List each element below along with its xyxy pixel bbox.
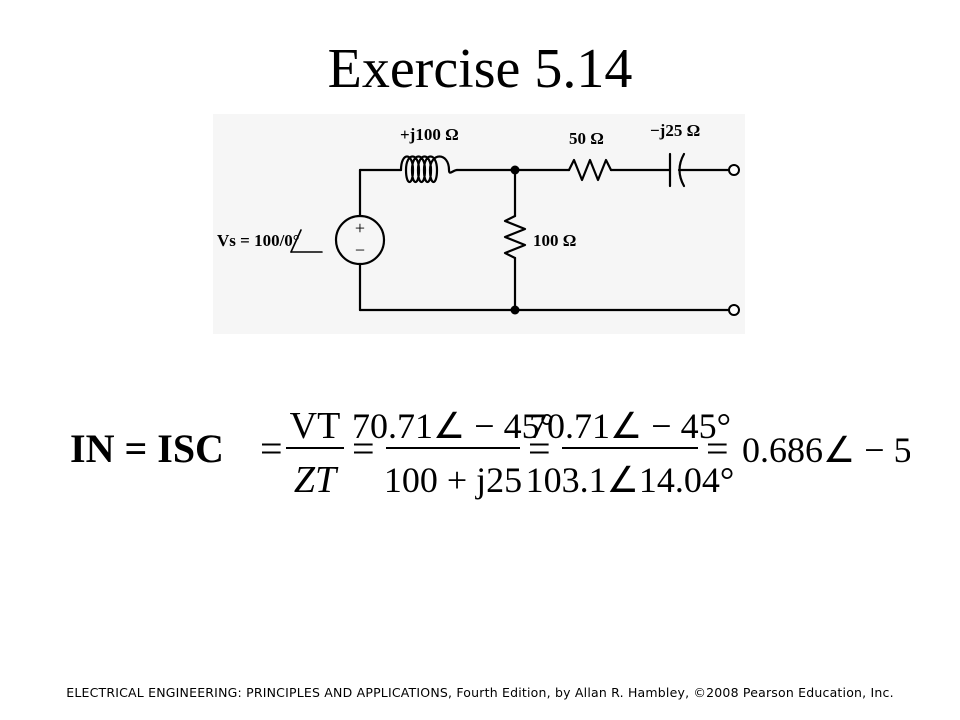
junction-dot-top bbox=[510, 165, 520, 175]
capacitor-label: −j25 Ω bbox=[650, 121, 700, 140]
fraction2-numerator: 70.71∠ − 45° bbox=[352, 406, 554, 446]
source-minus-sign: − bbox=[355, 240, 365, 260]
fraction1-numerator: VT bbox=[290, 405, 341, 447]
source-plus-sign: + bbox=[355, 218, 365, 238]
fraction2-denominator: 100 + j25 bbox=[384, 460, 522, 500]
series-resistor-label: 50 Ω bbox=[569, 129, 604, 148]
voltage-source-symbol bbox=[334, 214, 386, 266]
junction-dot-bottom bbox=[510, 305, 520, 315]
equation-lhs: IN = ISC bbox=[70, 426, 224, 471]
inductor-symbol bbox=[399, 155, 459, 184]
source-label: Vs = 100/0° bbox=[217, 231, 300, 250]
equation-result: 0.686∠ − 59.04° bbox=[742, 430, 910, 470]
inductor-label: +j100 Ω bbox=[400, 125, 459, 144]
equals-sign-2: = bbox=[352, 426, 375, 471]
fraction3-numerator: 70.71∠ − 45° bbox=[529, 406, 731, 446]
output-terminal-bottom bbox=[728, 304, 740, 316]
series-resistor-symbol bbox=[567, 158, 613, 182]
slide-title: Exercise 5.14 bbox=[327, 38, 633, 100]
fraction3-denominator: 103.1∠14.04° bbox=[526, 460, 735, 500]
phasor-angle-slash bbox=[290, 229, 302, 253]
figure-background bbox=[213, 114, 745, 334]
equals-sign-1: = bbox=[260, 426, 283, 471]
equals-sign-4: = bbox=[706, 426, 729, 471]
equation-svg: IN = ISC = VT ZT = 70.71∠ − 45° 100 + j2… bbox=[70, 405, 960, 501]
fraction1-denominator: ZT bbox=[294, 459, 339, 501]
shunt-resistor-symbol bbox=[503, 214, 527, 260]
circuit-diagram: + − +j100 Ω 50 Ω −j25 Ω 100 Ω Vs = 100/0… bbox=[213, 114, 745, 334]
slide-footer-citation: ELECTRICAL ENGINEERING: PRINCIPLES AND A… bbox=[66, 685, 894, 700]
norton-current-equation: IN = ISC = VT ZT = 70.71∠ − 45° 100 + j2… bbox=[70, 396, 960, 506]
circuit-svg: + − +j100 Ω 50 Ω −j25 Ω 100 Ω Vs = 100/0… bbox=[213, 114, 745, 334]
shunt-resistor-label: 100 Ω bbox=[533, 231, 576, 250]
equals-sign-3: = bbox=[528, 426, 551, 471]
output-terminal-top bbox=[728, 164, 740, 176]
